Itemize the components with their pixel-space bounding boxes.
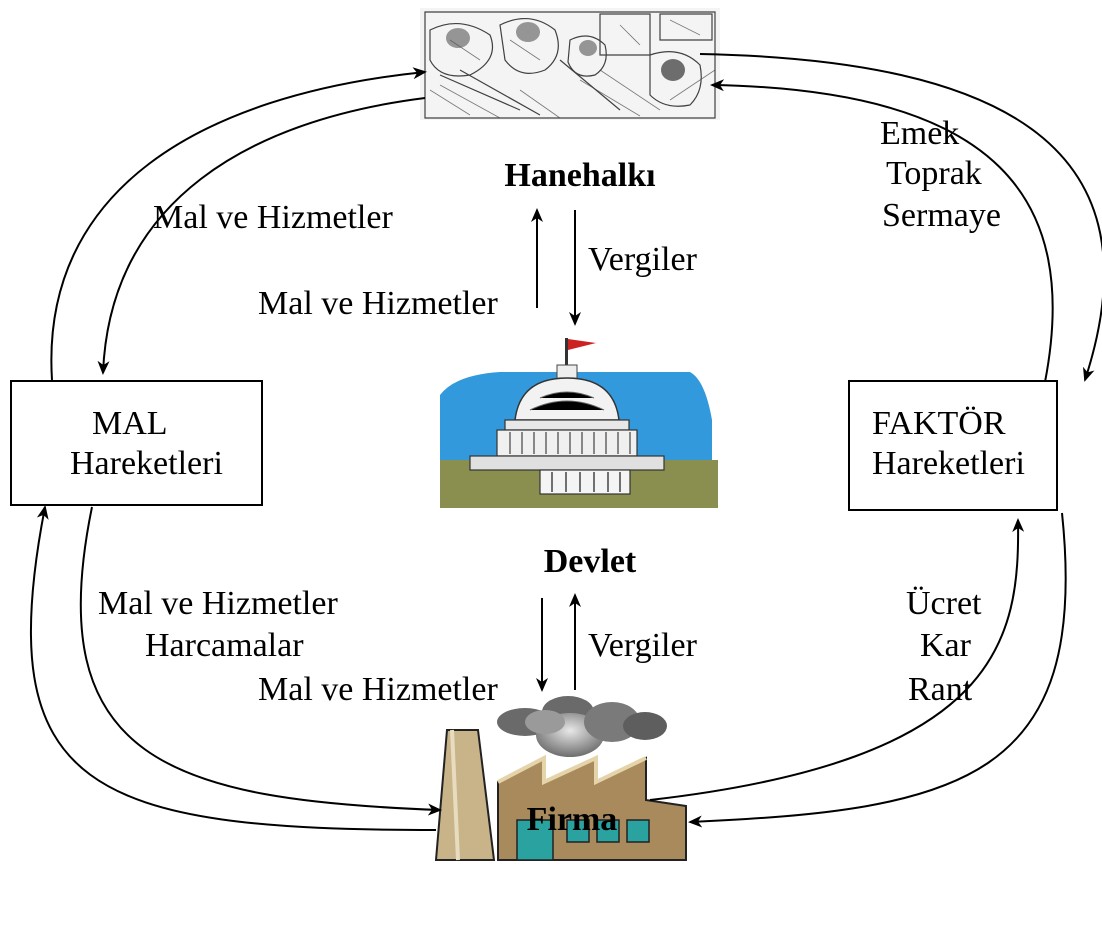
government-illustration: [440, 338, 718, 508]
arrow-factor-box-to-household: [710, 79, 1054, 383]
label-factor-labor: Emek: [880, 115, 960, 152]
factor-market-line1: FAKTÖR: [872, 405, 1006, 442]
arrow-goods-box-to-household: [50, 67, 427, 381]
arrow-goods-box-to-firm: [79, 506, 442, 816]
government-label: Devlet: [543, 543, 637, 580]
arrow-factor-box-to-firm: [688, 512, 1067, 828]
label-factor-land: Toprak: [886, 155, 982, 192]
label-household-to-gov-taxes: Vergiler: [588, 241, 697, 278]
arrow-firm-to-factor-box: [649, 518, 1025, 801]
label-goods-services-left-bottom: Mal ve Hizmetler: [98, 585, 338, 622]
label-gov-to-firm-goods: Mal ve Hizmetler: [258, 671, 498, 708]
label-goods-services-left-top: Mal ve Hizmetler: [153, 199, 393, 236]
goods-market-line1: MAL: [92, 405, 168, 442]
household-label: Hanehalkı: [504, 157, 656, 194]
label-gov-to-household-goods: Mal ve Hizmetler: [258, 285, 498, 322]
label-factor-capital: Sermaye: [882, 197, 1001, 234]
household-illustration: [420, 8, 720, 120]
flow-arrows: [29, 53, 1102, 831]
factor-market-box: FAKTÖR Hareketleri: [848, 380, 1058, 511]
label-rent: Rant: [908, 671, 973, 708]
arrow-household-to-factor-box: [699, 53, 1102, 382]
label-wage: Ücret: [906, 585, 982, 622]
goods-market-box: MAL Hareketleri: [10, 380, 263, 506]
goods-market-line2: Hareketleri: [70, 445, 223, 482]
label-expenditures: Harcamalar: [145, 627, 304, 664]
label-profit: Kar: [920, 627, 971, 664]
firm-label: Firma: [526, 801, 618, 838]
factor-market-line2: Hareketleri: [872, 445, 1025, 482]
label-firm-to-gov-taxes: Vergiler: [588, 627, 697, 664]
firm-illustration: [434, 696, 687, 861]
arrow-firm-to-goods-box: [29, 505, 437, 831]
arrow-household-to-goods-box: [97, 97, 426, 375]
